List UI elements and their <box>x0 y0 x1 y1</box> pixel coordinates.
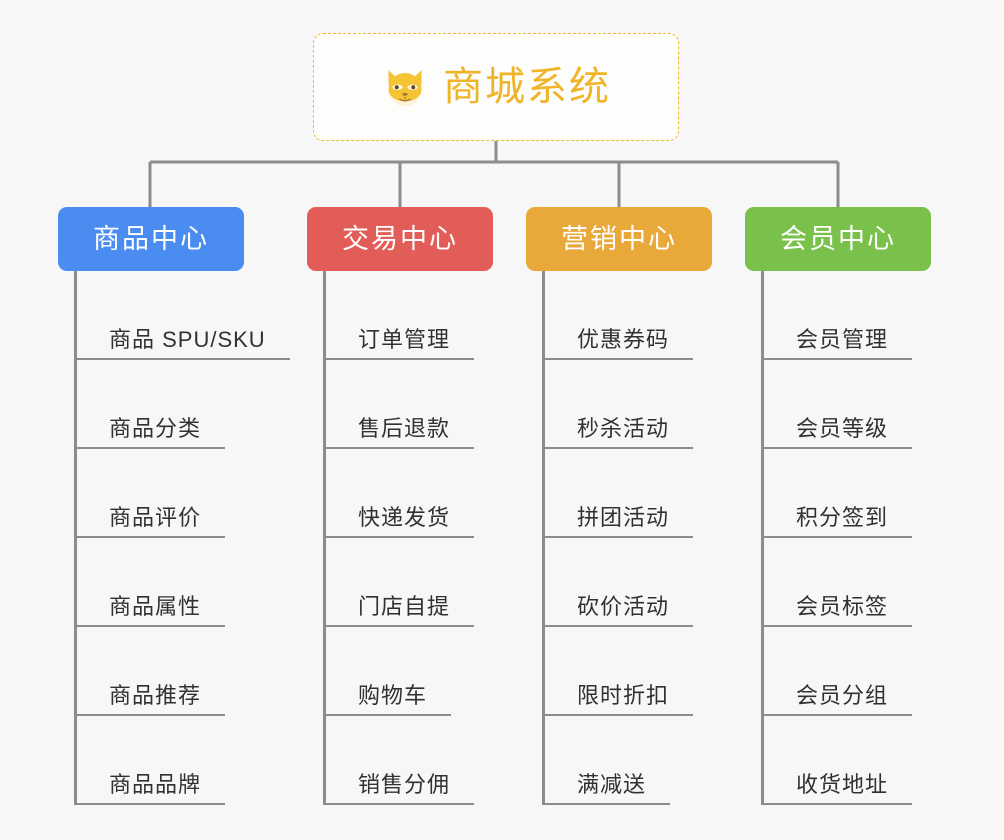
list-item[interactable]: 商品属性 <box>76 538 263 628</box>
list-item[interactable]: 销售分佣 <box>325 716 512 806</box>
leaf-label: 会员等级 <box>796 415 889 441</box>
leaf-list-0: 商品 SPU/SKU 商品分类 商品评价 商品属性 商品推荐 商品品牌 <box>74 271 290 806</box>
category-header-2[interactable]: 营销中心 <box>526 207 712 271</box>
root-node[interactable]: 商城系统 <box>313 33 679 141</box>
leaf-label: 收货地址 <box>796 771 889 797</box>
list-item[interactable]: 秒杀活动 <box>544 360 731 450</box>
list-item[interactable]: 积分签到 <box>763 449 950 539</box>
leaf-label: 门店自提 <box>358 593 451 619</box>
list-item[interactable]: 快递发货 <box>325 449 512 539</box>
leaf-label: 限时折扣 <box>577 682 670 708</box>
category-column-1: 交易中心 订单管理 售后退款 快递发货 门店自提 购物车 销售分佣 <box>307 207 512 806</box>
category-label: 会员中心 <box>780 223 896 254</box>
root-title: 商城系统 <box>443 65 611 109</box>
category-label: 商品中心 <box>93 223 209 254</box>
leaf-label: 销售分佣 <box>358 771 451 797</box>
leaf-label: 拼团活动 <box>577 504 670 530</box>
list-item[interactable]: 会员管理 <box>763 271 950 361</box>
list-item[interactable]: 砍价活动 <box>544 538 731 628</box>
category-column-2: 营销中心 优惠券码 秒杀活动 拼团活动 砍价活动 限时折扣 满减送 <box>526 207 731 806</box>
category-header-0[interactable]: 商品中心 <box>58 207 244 271</box>
list-item[interactable]: 商品品牌 <box>76 716 263 806</box>
leaf-label: 商品品牌 <box>109 771 202 797</box>
leaf-label: 订单管理 <box>358 326 451 352</box>
category-column-0: 商品中心 商品 SPU/SKU 商品分类 商品评价 商品属性 商品推荐 商品品牌 <box>58 207 290 806</box>
list-item[interactable]: 限时折扣 <box>544 627 731 717</box>
list-item[interactable]: 会员标签 <box>763 538 950 628</box>
leaf-label: 快递发货 <box>358 504 451 530</box>
leaf-label: 会员管理 <box>796 326 889 352</box>
leaf-label: 商品分类 <box>109 415 202 441</box>
list-item[interactable]: 订单管理 <box>325 271 512 361</box>
list-item[interactable]: 收货地址 <box>763 716 950 806</box>
list-item[interactable]: 商品评价 <box>76 449 263 539</box>
leaf-list-1: 订单管理 售后退款 快递发货 门店自提 购物车 销售分佣 <box>323 271 512 806</box>
list-item[interactable]: 商品分类 <box>76 360 263 450</box>
category-header-1[interactable]: 交易中心 <box>307 207 493 271</box>
leaf-label: 商品 SPU/SKU <box>109 326 266 352</box>
category-label: 交易中心 <box>342 223 458 254</box>
leaf-label: 商品推荐 <box>109 682 202 708</box>
category-column-3: 会员中心 会员管理 会员等级 积分签到 会员标签 会员分组 收货地址 <box>745 207 950 806</box>
leaf-label: 购物车 <box>358 682 428 708</box>
leaf-list-3: 会员管理 会员等级 积分签到 会员标签 会员分组 收货地址 <box>761 271 950 806</box>
leaf-label: 秒杀活动 <box>577 415 670 441</box>
leaf-label: 商品评价 <box>109 504 202 530</box>
leaf-label: 积分签到 <box>796 504 889 530</box>
list-item[interactable]: 门店自提 <box>325 538 512 628</box>
shiba-dog-face-icon <box>388 70 422 106</box>
leaf-label: 商品属性 <box>109 593 202 619</box>
leaf-label: 砍价活动 <box>577 593 670 619</box>
list-item[interactable]: 售后退款 <box>325 360 512 450</box>
leaf-label: 售后退款 <box>358 415 451 441</box>
category-header-3[interactable]: 会员中心 <box>745 207 931 271</box>
leaf-label: 会员分组 <box>796 682 889 708</box>
list-item[interactable]: 购物车 <box>325 627 512 717</box>
list-item[interactable]: 拼团活动 <box>544 449 731 539</box>
leaf-label: 满减送 <box>577 771 647 797</box>
list-item[interactable]: 会员分组 <box>763 627 950 717</box>
list-item[interactable]: 满减送 <box>544 716 731 806</box>
list-item[interactable]: 商品推荐 <box>76 627 263 717</box>
list-item[interactable]: 商品 SPU/SKU <box>77 271 290 361</box>
list-item[interactable]: 会员等级 <box>763 360 950 450</box>
leaf-label: 会员标签 <box>796 593 889 619</box>
list-item[interactable]: 优惠券码 <box>544 271 731 361</box>
leaf-label: 优惠券码 <box>577 326 670 352</box>
category-label: 营销中心 <box>561 223 677 254</box>
leaf-list-2: 优惠券码 秒杀活动 拼团活动 砍价活动 限时折扣 满减送 <box>542 271 731 806</box>
